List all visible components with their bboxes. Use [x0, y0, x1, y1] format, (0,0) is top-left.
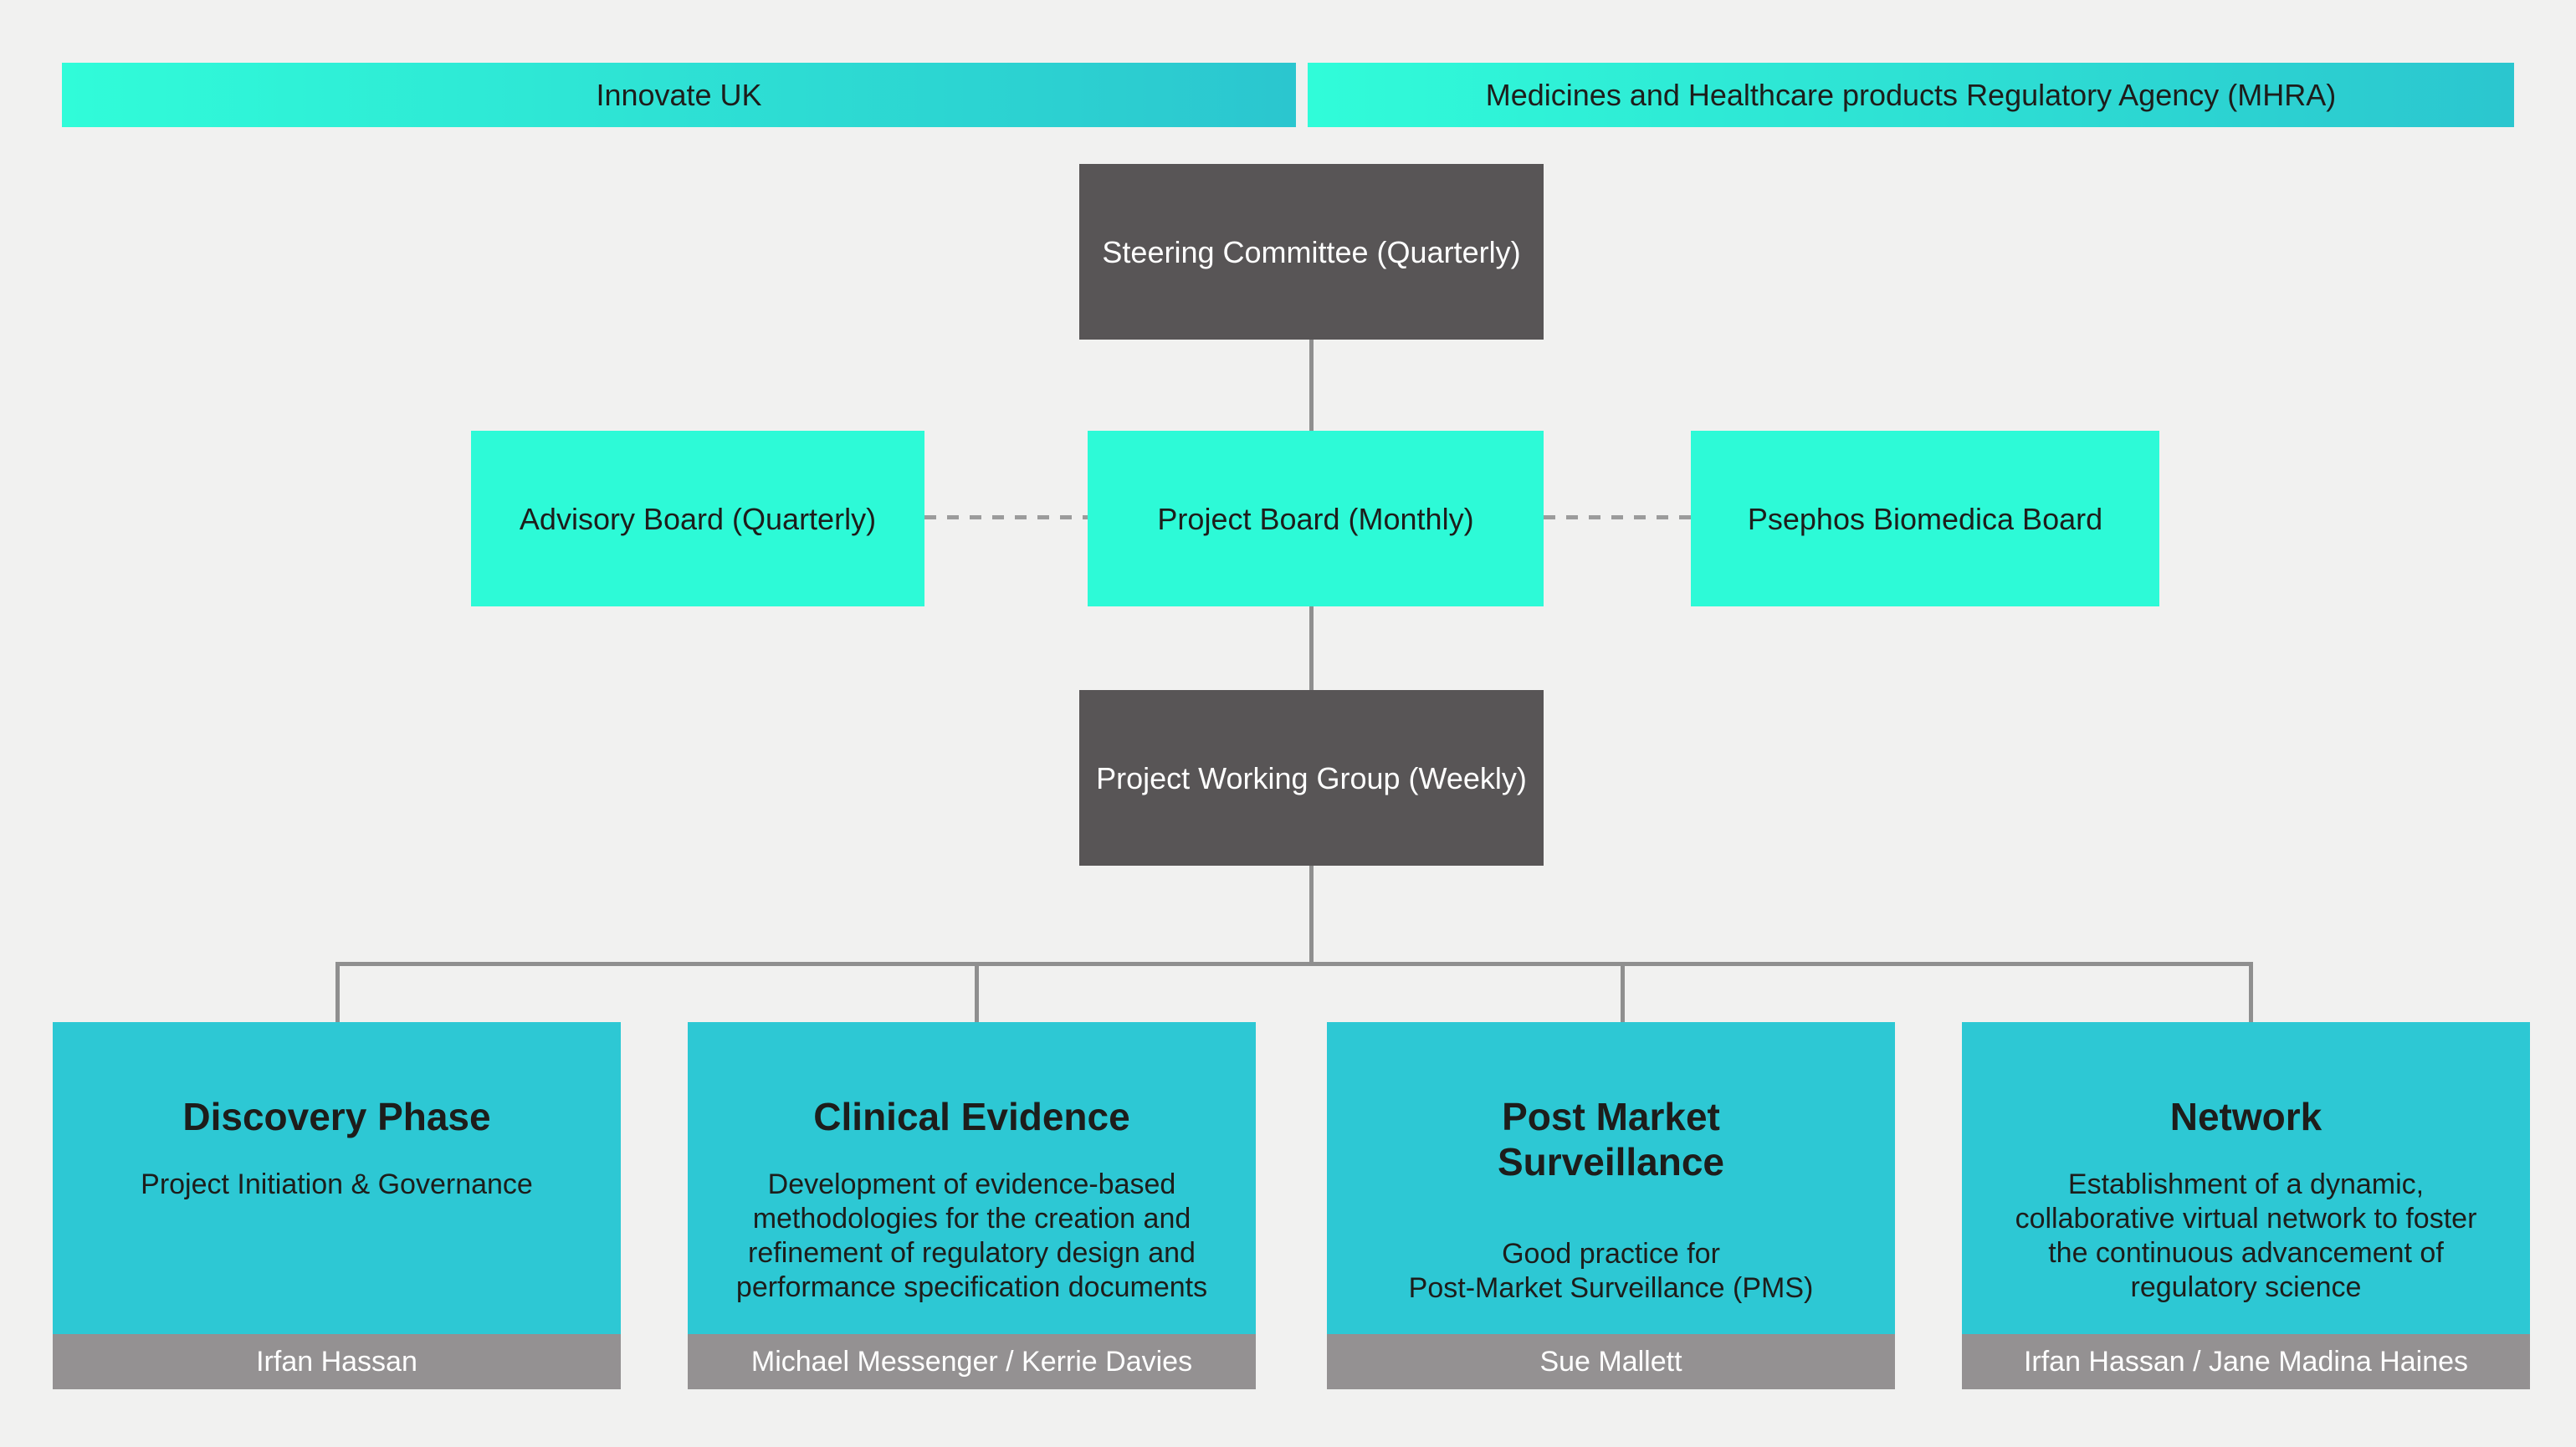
steering-committee-box: Steering Committee (Quarterly)	[1079, 164, 1544, 340]
workstream-card-clinical-evidence: Clinical Evidence Development of evidenc…	[688, 1022, 1256, 1389]
steering-committee-label: Steering Committee (Quarterly)	[1102, 234, 1521, 269]
advisory-board-box: Advisory Board (Quarterly)	[471, 431, 924, 606]
connector-bus	[335, 962, 2253, 966]
connector-dashed-psephos	[1544, 515, 1691, 519]
project-working-group-label: Project Working Group (Weekly)	[1096, 760, 1527, 795]
project-board-label: Project Board (Monthly)	[1157, 501, 1474, 536]
connector-projectboard-to-workinggroup	[1309, 606, 1314, 691]
advisory-board-label: Advisory Board (Quarterly)	[519, 501, 877, 536]
workstream-card-clinical-evidence-body: Clinical Evidence Development of evidenc…	[688, 1022, 1256, 1334]
workstream-card-network: Network Establishment of a dynamic, coll…	[1962, 1022, 2530, 1389]
workstream-title: Discovery Phase	[182, 1095, 491, 1138]
workstream-card-discovery-body: Discovery Phase Project Initiation & Gov…	[53, 1022, 621, 1334]
connector-drop-pms	[1621, 962, 1625, 1022]
funder-bar-mhra-label: Medicines and Healthcare products Regula…	[1485, 78, 2337, 112]
workstream-lead-bar: Irfan Hassan	[53, 1334, 621, 1389]
workstream-lead-bar: Irfan Hassan / Jane Madina Haines	[1962, 1334, 2530, 1389]
psephos-board-box: Psephos Biomedica Board	[1691, 431, 2159, 606]
workstream-title: Clinical Evidence	[813, 1095, 1130, 1138]
connector-dashed-advisory	[924, 515, 1088, 519]
connector-steering-to-projectboard	[1309, 340, 1314, 432]
funder-bar-innovate-uk: Innovate UK	[62, 63, 1296, 127]
project-board-box: Project Board (Monthly)	[1088, 431, 1544, 606]
workstream-card-discovery: Discovery Phase Project Initiation & Gov…	[53, 1022, 621, 1389]
connector-drop-discovery	[335, 962, 340, 1022]
workstream-lead-bar: Michael Messenger / Kerrie Davies	[688, 1334, 1256, 1389]
workstream-description: Project Initiation & Governance	[141, 1168, 533, 1201]
psephos-board-label: Psephos Biomedica Board	[1747, 501, 2103, 536]
workstream-lead: Irfan Hassan	[256, 1345, 417, 1378]
workstream-card-post-market-surveillance-body: Post Market Surveillance Good practice f…	[1327, 1022, 1895, 1334]
funder-bar-innovate-uk-label: Innovate UK	[596, 78, 762, 112]
workstream-card-network-body: Network Establishment of a dynamic, coll…	[1962, 1022, 2530, 1334]
workstream-description: Good practice for Post-Market Surveillan…	[1408, 1237, 1814, 1304]
workstream-title: Network	[2169, 1095, 2322, 1138]
connector-drop-clinical	[975, 962, 979, 1022]
connector-workinggroup-to-bus	[1309, 866, 1314, 964]
funder-bar-mhra: Medicines and Healthcare products Regula…	[1308, 63, 2514, 127]
workstream-lead-bar: Sue Mallett	[1327, 1334, 1895, 1389]
workstream-lead: Sue Mallett	[1539, 1345, 1682, 1378]
workstream-description: Development of evidence-based methodolog…	[735, 1168, 1208, 1304]
connector-drop-network	[2249, 962, 2253, 1022]
project-working-group-box: Project Working Group (Weekly)	[1079, 690, 1544, 866]
workstream-lead: Michael Messenger / Kerrie Davies	[750, 1345, 1193, 1378]
workstream-title: Post Market Surveillance	[1497, 1095, 1725, 1184]
workstream-lead: Irfan Hassan / Jane Madina Haines	[2023, 1345, 2469, 1378]
workstream-card-post-market-surveillance: Post Market Surveillance Good practice f…	[1327, 1022, 1895, 1389]
workstream-description: Establishment of a dynamic, collaborativ…	[2015, 1168, 2477, 1304]
